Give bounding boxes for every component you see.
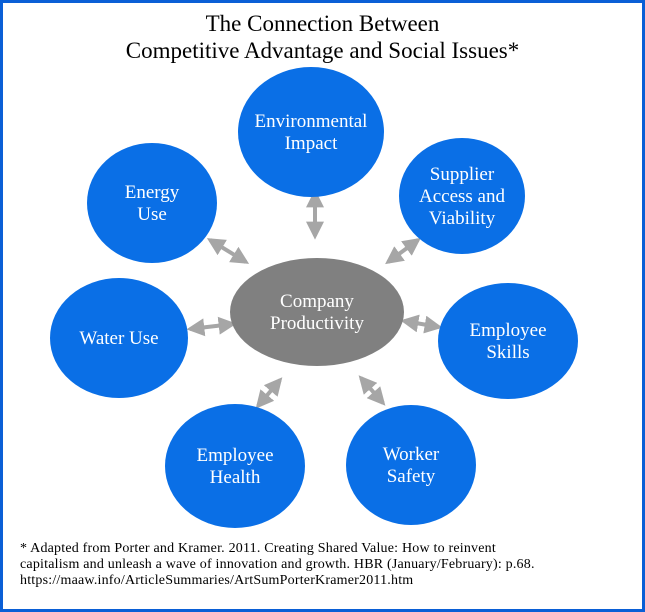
node-employee-health-shape [165,404,305,528]
node-energy-use-label-1: Energy [125,182,180,203]
diagram-nodes: CompanyProductivityEnvironmentalImpactSu… [50,67,578,528]
node-employee-health-label-2: Health [210,467,261,488]
diagram-title: The Connection Between Competitive Advan… [0,10,645,64]
footnote: * Adapted from Porter and Kramer. 2011. … [20,541,635,589]
node-water-use: Water Use [50,278,188,398]
arrow-energy-use [206,238,250,264]
arrow-employee-health [255,377,283,409]
node-energy-use-label-2: Use [137,204,167,225]
node-center-label-2: Productivity [270,313,364,334]
node-environmental-impact-shape [238,67,384,197]
node-employee-skills-label-2: Skills [486,342,529,363]
node-employee-health-label-1: Employee [196,445,273,466]
node-worker-safety-label-2: Safety [387,466,436,487]
node-center-shape [230,258,404,366]
title-line-2: Competitive Advantage and Social Issues* [125,38,520,63]
node-supplier-access-label-3: Viability [429,208,496,229]
title-line-1: The Connection Between [205,11,440,36]
node-water-use-label-1: Water Use [79,328,158,349]
node-worker-safety-shape [346,405,476,525]
node-supplier-access-label-1: Supplier [430,164,495,185]
footnote-line-2: capitalism and unleash a wave of innovat… [20,557,535,572]
arrow-water-use [186,316,237,337]
node-center-label-1: Company [280,291,354,312]
node-environmental-impact-label-1: Environmental [255,111,368,132]
footnote-line-1: * Adapted from Porter and Kramer. 2011. … [20,541,496,556]
node-supplier-access-label-2: Access and [419,186,505,207]
connector-arrows [186,189,443,409]
arrow-worker-safety [358,375,386,406]
node-worker-safety-label-1: Worker [383,444,440,465]
arrow-employee-skills [400,314,443,334]
node-water-use-shape [50,278,188,398]
arrow-supplier-access [385,237,421,265]
node-employee-skills-label-1: Employee [469,320,546,341]
node-environmental-impact-label-2: Impact [285,133,338,154]
node-employee-skills-shape [438,283,578,399]
node-supplier-access-shape [399,138,525,254]
footnote-line-3: https://maaw.info/ArticleSummaries/ArtSu… [20,573,414,588]
node-energy-use-shape [87,143,217,263]
